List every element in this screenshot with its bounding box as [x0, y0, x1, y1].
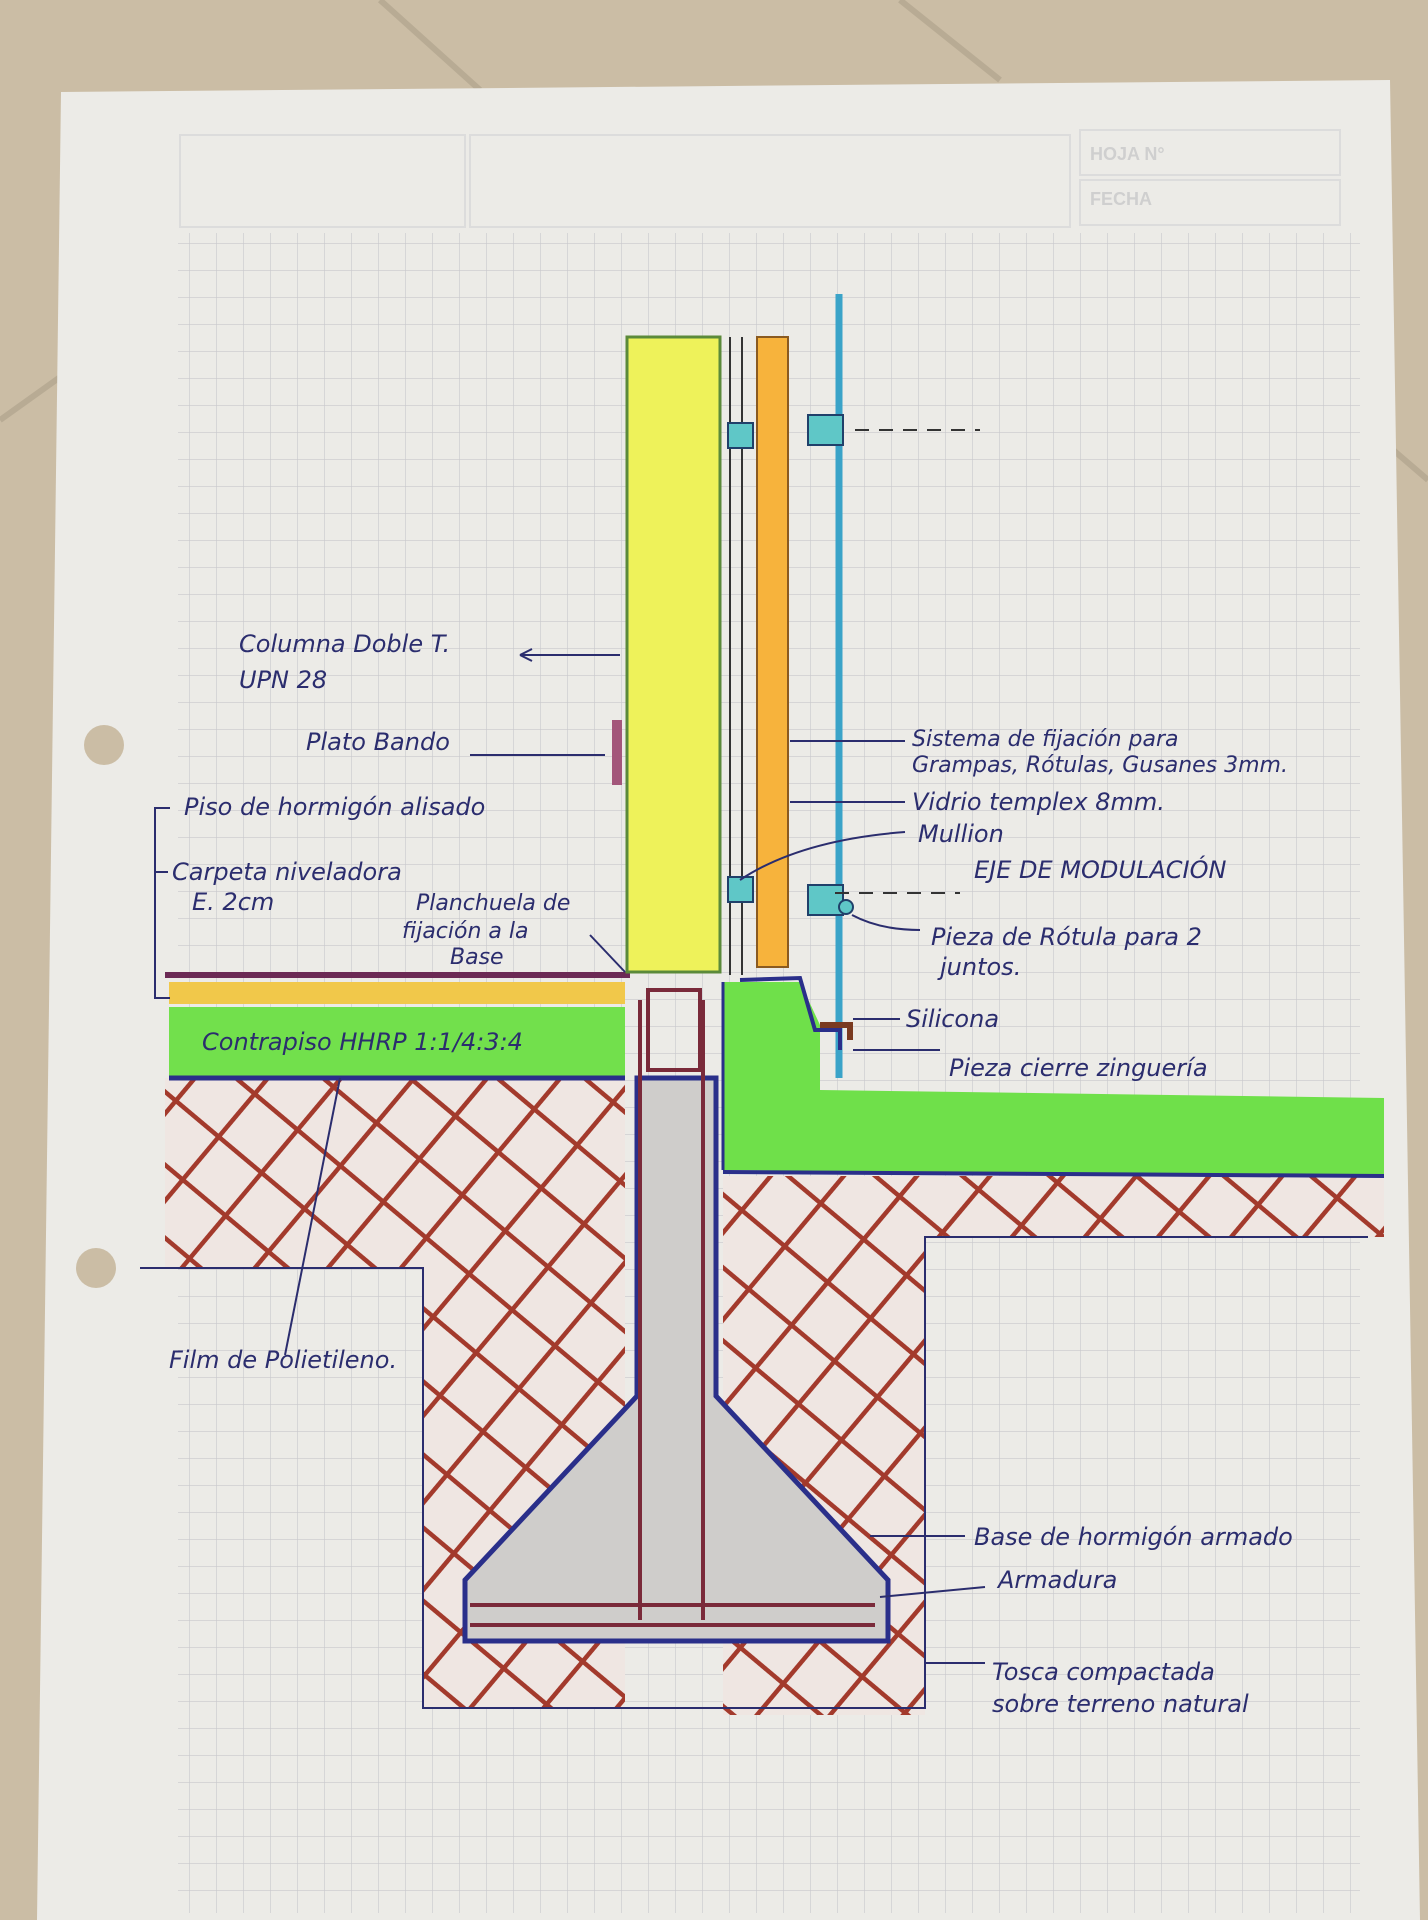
label-screed-thickness: E. 2cm	[192, 888, 274, 916]
label-anchor-plate: Planchuela de	[416, 891, 570, 916]
annotations: Columna Doble T. UPN 28 Plato Bando Piso…	[169, 630, 1293, 1718]
label-modulation-axis: EJE DE MODULACIÓN	[974, 854, 1226, 884]
sheet-number-label: HOJA N°	[1090, 144, 1165, 164]
label-film: Film de Polietileno.	[169, 1346, 397, 1374]
label-fixing-system: Sistema de fijación para	[912, 727, 1178, 752]
label-flashing: Pieza cierre zinguería	[949, 1054, 1208, 1082]
label-screed: Carpeta niveladora	[172, 858, 402, 886]
label-joint-piece: Pieza de Rótula para 2	[931, 923, 1202, 951]
label-glass: Vidrio templex 8mm.	[912, 788, 1165, 816]
label-mullion: Mullion	[918, 820, 1004, 848]
mullion	[756, 336, 789, 968]
label-soil-2: sobre terreno natural	[992, 1690, 1249, 1718]
leader-lines	[154, 648, 986, 1664]
label-footing: Base de hormigón armado	[974, 1523, 1293, 1551]
label-anchor-plate-2: fijación a la	[402, 919, 528, 944]
floor-layers	[165, 972, 630, 1081]
label-joint-piece-2: juntos.	[937, 953, 1021, 981]
label-column: Columna Doble T.	[239, 630, 450, 658]
label-column-profile: UPN 28	[239, 666, 327, 694]
glass-fixings	[727, 414, 854, 916]
punch-hole	[76, 1248, 116, 1288]
base-plate	[612, 720, 622, 785]
label-anchor-plate-3: Base	[450, 945, 504, 970]
label-subfloor: Contrapiso HHRP 1:1/4:3:4	[202, 1028, 523, 1056]
sheet-header: HOJA N° FECHA	[179, 129, 1341, 228]
exterior-subfloor	[723, 982, 1384, 1176]
label-plate: Plato Bando	[306, 728, 450, 756]
label-rebar: Armadura	[996, 1566, 1117, 1594]
concrete-footing	[462, 988, 891, 1644]
punch-hole	[84, 725, 124, 765]
label-silicone: Silicona	[906, 1005, 999, 1033]
label-fixing-parts: Grampas, Rótulas, Gusanes 3mm.	[912, 753, 1288, 778]
label-floor-finish: Piso de hormigón alisado	[184, 793, 485, 821]
steel-column	[625, 335, 722, 974]
label-soil: Tosca compactada	[992, 1658, 1215, 1686]
date-label: FECHA	[1090, 189, 1152, 209]
